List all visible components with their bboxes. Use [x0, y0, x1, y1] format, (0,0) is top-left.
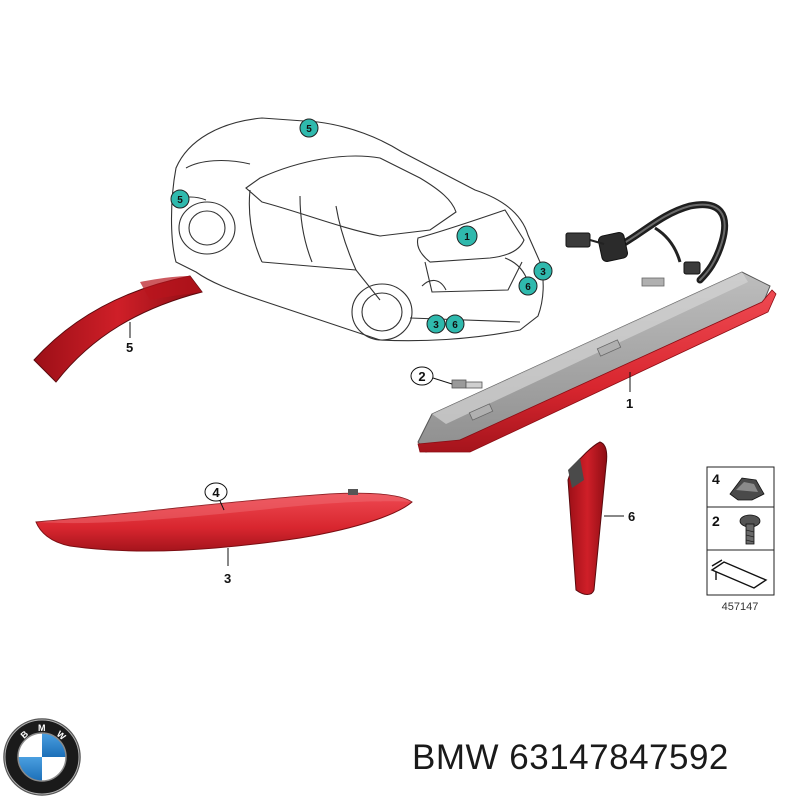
bmw-logo: B M W	[3, 718, 81, 796]
car-marker-side-front: 5	[170, 189, 190, 209]
car-marker-bumper-right-label: 6	[452, 320, 458, 331]
callout-part-2: 2	[410, 366, 453, 386]
diagram-code: 457147	[722, 601, 759, 613]
legend-number-4: 4	[712, 471, 720, 487]
car-marker-right-lower-label: 6	[525, 282, 531, 293]
car-marker-roof: 5	[299, 118, 319, 138]
legend-number-2: 2	[712, 513, 720, 529]
car-marker-bumper-right: 6	[445, 314, 465, 334]
part-6-vertical-reflector	[567, 441, 624, 595]
part-caption: BMW 63147847592	[412, 738, 729, 778]
car-marker-bumper-left: 3	[426, 314, 446, 334]
svg-text:B: B	[19, 728, 31, 740]
clip-nut-icon	[729, 477, 765, 501]
bracket-symbol-icon	[710, 559, 768, 589]
part-5-side-reflector	[33, 275, 203, 383]
part-number: 63147847592	[509, 738, 729, 777]
car-marker-tailgate-label: 1	[464, 232, 470, 243]
car-marker-bumper-left-label: 3	[433, 320, 439, 331]
car-marker-roof-label: 5	[306, 124, 312, 135]
callout-part-4-label: 4	[212, 485, 220, 500]
screw-icon	[739, 514, 761, 545]
vehicle-outline	[170, 117, 544, 342]
car-marker-right-lower: 6	[518, 276, 538, 296]
svg-text:M: M	[38, 723, 46, 733]
car-marker-tailgate: 1	[456, 225, 478, 247]
callout-part-1: 1	[626, 396, 633, 411]
brand-name: BMW	[412, 738, 500, 777]
car-marker-side-front-label: 5	[177, 195, 183, 206]
callout-part-2-label: 2	[418, 369, 425, 384]
part-3-bumper-reflector	[35, 489, 413, 566]
callout-part-6: 6	[628, 509, 635, 524]
callout-part-5: 5	[126, 340, 133, 355]
part-1-brake-light	[417, 201, 777, 453]
callout-part-4: 4	[204, 482, 228, 511]
car-marker-right-upper: 3	[533, 261, 553, 281]
car-marker-right-upper-label: 3	[540, 267, 546, 278]
callout-part-3: 3	[224, 571, 231, 586]
parts-legend: 4 2 457147	[706, 466, 775, 613]
